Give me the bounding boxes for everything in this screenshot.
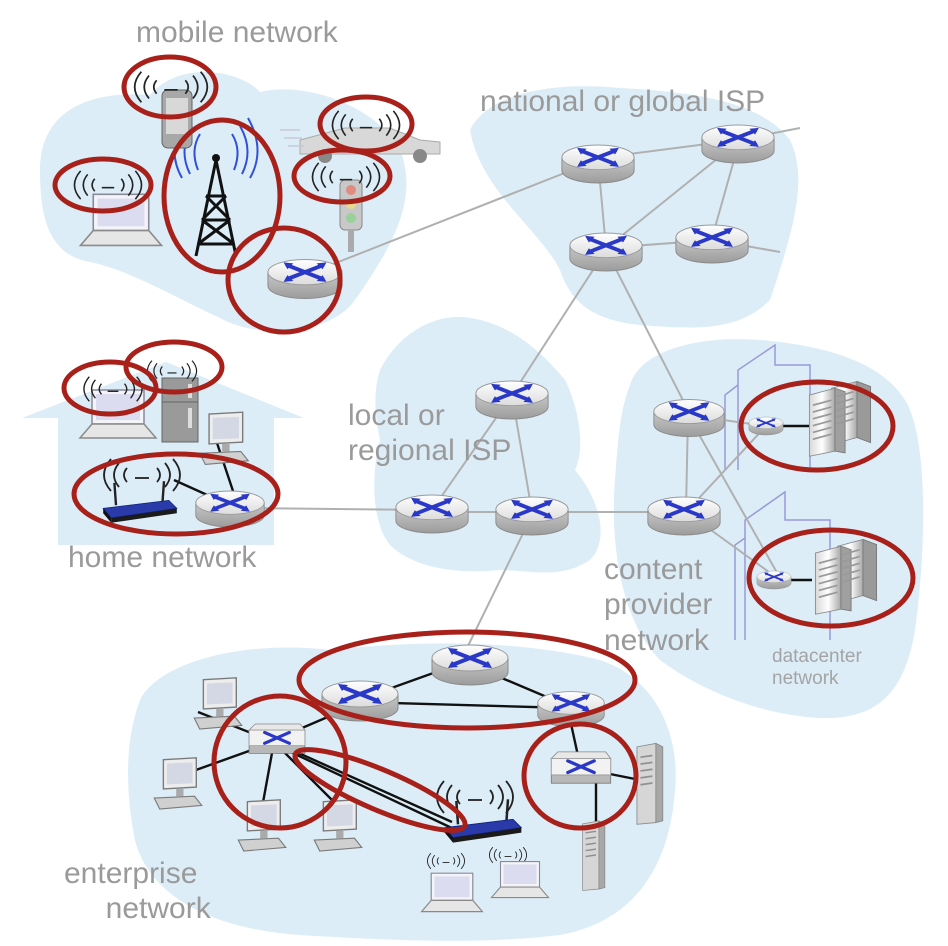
highlight-rings: [52, 54, 916, 833]
router-icon: [568, 232, 644, 272]
national-isp-region: [470, 86, 799, 328]
national-isp-label: national or global ISP: [480, 85, 766, 118]
router-icon: [756, 570, 792, 590]
router-icon: [748, 416, 784, 436]
server-tower-icon: [636, 742, 664, 826]
router-icon: [494, 496, 570, 536]
router-icon: [674, 224, 750, 264]
content-provider-label: content provider network: [604, 553, 713, 657]
laptop-icon: [79, 193, 163, 247]
router-icon: [394, 494, 470, 534]
router-icon: [266, 258, 344, 300]
router-icon: [646, 496, 722, 536]
laptop-icon: [421, 872, 483, 913]
home-network-label: home network: [68, 541, 257, 574]
router-icon: [652, 398, 726, 438]
traffic-light-icon: [339, 179, 363, 252]
enterprise-network-label: enterprise network: [64, 857, 211, 926]
local-isp-label: local or regional ISP: [348, 399, 512, 468]
cell-tower-icon: [173, 117, 259, 257]
router-icon: [700, 124, 776, 164]
switch-icon: [247, 722, 307, 756]
laptop-icon: [490, 860, 550, 899]
router-icon: [430, 644, 510, 686]
datacenter-network-label: datacenter network: [772, 646, 862, 690]
server-tower-icon: [581, 820, 606, 892]
mobile-network-label: mobile network: [136, 16, 338, 49]
router-icon: [560, 144, 636, 184]
switch-icon: [549, 749, 613, 786]
